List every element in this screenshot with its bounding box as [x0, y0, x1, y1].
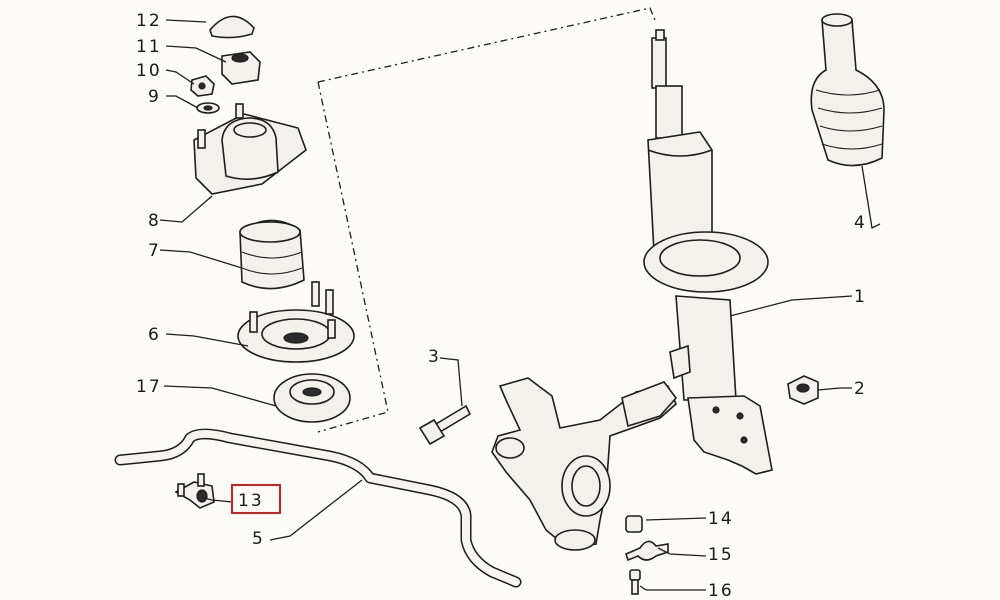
part-10-nut[interactable]	[190, 75, 215, 97]
part-8-top-mount[interactable]	[193, 103, 307, 195]
leader-11	[165, 45, 227, 63]
part-11-lock-nut[interactable]	[221, 51, 261, 85]
label-part-14: 14	[708, 509, 734, 529]
label-part-1: 1	[854, 287, 867, 307]
leader-10	[165, 69, 195, 85]
leader-9	[166, 95, 199, 109]
part-14-bushing[interactable]	[625, 515, 643, 533]
label-part-8: 8	[148, 211, 161, 231]
label-part-11: 11	[136, 37, 162, 57]
leader-6	[165, 333, 249, 347]
part-6-spring-seat[interactable]	[237, 281, 355, 363]
leader-17	[163, 385, 277, 407]
highlight-box-part-13	[231, 484, 281, 514]
part-7-bump-stop[interactable]	[239, 219, 305, 290]
leader-3	[439, 357, 463, 407]
label-part-6: 6	[148, 325, 161, 345]
part-16-screw[interactable]	[629, 569, 641, 595]
label-part-10: 10	[136, 61, 162, 81]
leader-5	[269, 479, 363, 541]
part-5-stabilizer-bar[interactable]	[114, 428, 522, 588]
leader-14	[645, 517, 707, 521]
part-12-dust-cap[interactable]	[209, 15, 255, 39]
leader-7	[159, 249, 243, 269]
label-part-3: 3	[428, 347, 441, 367]
label-part-13[interactable]: 13	[238, 491, 264, 511]
steering-knuckle[interactable]	[491, 377, 678, 551]
leader-13	[203, 497, 233, 503]
leader-12	[165, 19, 207, 23]
label-part-9: 9	[148, 87, 161, 107]
label-part-12: 12	[136, 11, 162, 31]
part-17-strut-bearing[interactable]	[273, 373, 351, 423]
label-part-17: 17	[136, 377, 162, 397]
part-2-nut[interactable]	[787, 375, 819, 405]
label-part-7: 7	[148, 241, 161, 261]
part-1-shock-strut[interactable]	[643, 29, 773, 475]
label-part-2: 2	[854, 379, 867, 399]
leader-15	[657, 547, 707, 557]
leader-1	[729, 295, 853, 317]
assembly-dashed-line	[317, 7, 656, 433]
leader-2	[817, 387, 852, 391]
part-3-bolt[interactable]	[418, 404, 472, 446]
part-13-bar-clamp[interactable]	[174, 473, 215, 509]
label-part-16: 16	[708, 581, 734, 600]
part-9-washer[interactable]	[196, 102, 220, 114]
leader-16	[639, 585, 706, 591]
label-part-15: 15	[708, 545, 734, 565]
part-4-dust-boot[interactable]	[810, 13, 885, 167]
leader-4	[861, 165, 881, 229]
label-part-4: 4	[854, 213, 867, 233]
label-part-5: 5	[252, 529, 265, 549]
leader-8	[159, 195, 213, 223]
part-15-bracket[interactable]	[625, 540, 669, 562]
